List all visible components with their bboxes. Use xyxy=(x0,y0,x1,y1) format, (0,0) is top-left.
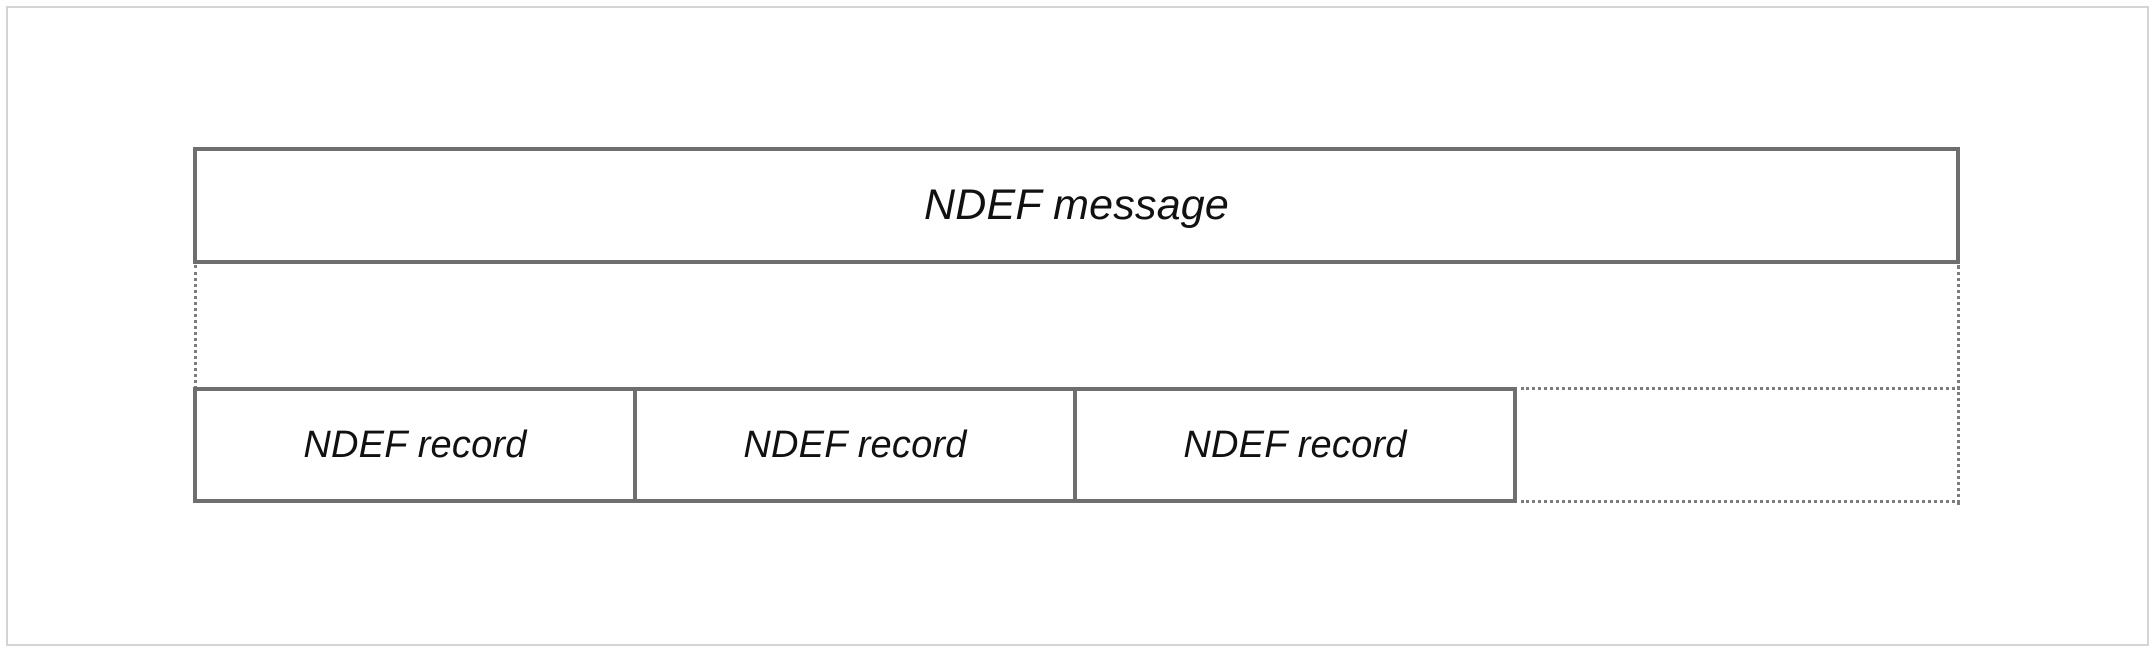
ndef-message-box: NDEF message xyxy=(193,147,1960,264)
expansion-guide-right-dotted-line xyxy=(1957,265,1960,505)
figure-frame xyxy=(6,6,2149,646)
expansion-guide-left-dotted-line xyxy=(194,265,197,389)
ndef-record-label-3: NDEF record xyxy=(1183,424,1407,466)
ndef-record-row: NDEF record NDEF record NDEF record xyxy=(193,387,1517,503)
ndef-record-continuation-dotted-box xyxy=(1521,387,1960,503)
ndef-record-label-2: NDEF record xyxy=(743,424,967,466)
ndef-record-label-1: NDEF record xyxy=(303,424,527,466)
ndef-record-box-3: NDEF record xyxy=(1073,387,1517,503)
ndef-message-label: NDEF message xyxy=(923,181,1230,229)
ndef-record-box-1: NDEF record xyxy=(193,387,637,503)
ndef-record-box-2: NDEF record xyxy=(633,387,1077,503)
